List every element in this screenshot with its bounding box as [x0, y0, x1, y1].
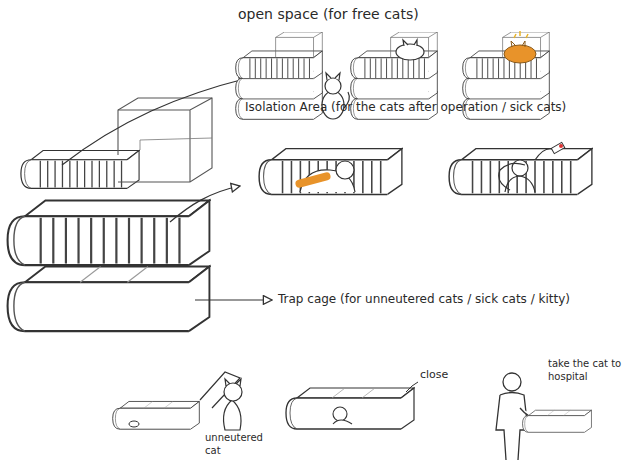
annotation-label: Trap cage (for unneutered cats / sick ca… — [278, 292, 618, 307]
annotation-label: take the cat to hospital — [548, 358, 623, 383]
person-carrying — [496, 373, 591, 460]
isolation-cages — [259, 142, 592, 194]
annotation-label: open space (for free cats) — [238, 6, 538, 24]
annotation-label: unneutered cat — [205, 432, 275, 457]
trap-cages — [113, 372, 418, 430]
annotation-label: close — [420, 368, 480, 382]
annotation-label: Isolation Area (for the cats after opera… — [245, 100, 615, 115]
